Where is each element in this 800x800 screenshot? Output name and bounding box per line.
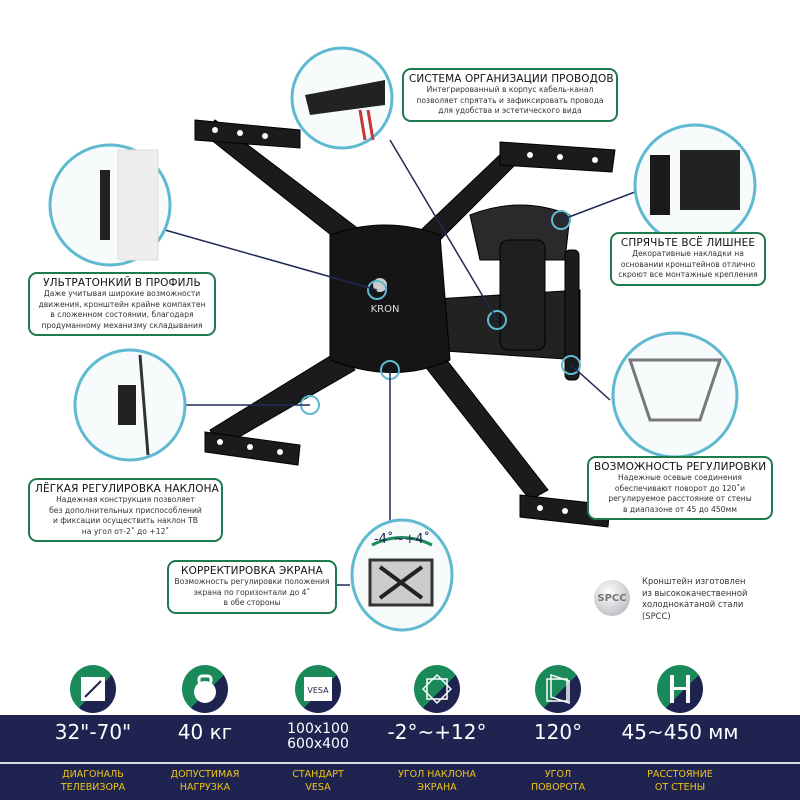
spcc-text: (SPCC) bbox=[642, 610, 671, 621]
weight-icon bbox=[182, 665, 228, 713]
callout-text: Надежная конструкция позволяет bbox=[56, 495, 195, 504]
callout-text: Даже учитывая широкие возможности bbox=[43, 289, 201, 298]
callout-text: Декоративные накладки на bbox=[632, 249, 744, 258]
callout-text: скроют все монтажные крепления bbox=[618, 270, 758, 279]
label-line: ПОВОРОТА bbox=[530, 782, 586, 793]
vesa-max: 600x400 bbox=[287, 736, 349, 752]
callout-text: в сложенном состоянии, благодаря bbox=[50, 310, 194, 319]
label-line: УГОЛ bbox=[544, 769, 572, 780]
callout-text: и фиксации осуществить наклон ТВ bbox=[52, 516, 199, 525]
spec-value-tilt: -2°~+12° bbox=[387, 720, 487, 744]
callout-text: на угол от-2˚ до +12˚ bbox=[81, 526, 170, 536]
callout-text: Интегрированный в корпус кабель-канал bbox=[426, 85, 594, 94]
callout-text: позволяет спрятать и зафиксировать прово… bbox=[416, 95, 604, 105]
callout-tilt: ЛЁГКАЯ РЕГУЛИРОВКА НАКЛОНА Надежная конс… bbox=[28, 478, 223, 542]
vesa-icon: VESA bbox=[295, 665, 341, 713]
callout-ultra-slim: УЛЬТРАТОНКИЙ В ПРОФИЛЬ Даже учитывая шир… bbox=[28, 272, 216, 336]
swivel-range-label: -4˚~+4˚ bbox=[374, 531, 430, 547]
specs-band bbox=[0, 715, 800, 800]
label-line: СТАНДАРТ bbox=[292, 769, 344, 780]
callout-title: ЛЁГКАЯ РЕГУЛИРОВКА НАКЛОНА bbox=[35, 483, 219, 495]
divider bbox=[0, 762, 800, 764]
spec-label-tilt: УГОЛ НАКЛОНА ЭКРАНА bbox=[377, 768, 497, 794]
spcc-text: холоднокатаной стали bbox=[642, 599, 744, 609]
callout-title: ВОЗМОЖНОСТЬ РЕГУЛИРОВКИ bbox=[594, 461, 767, 473]
spcc-text: Кронштейн изготовлен bbox=[642, 576, 746, 586]
tv-mount-illustration: KRON -4˚~+4˚ bbox=[48, 46, 757, 632]
label-line: ОТ СТЕНЫ bbox=[654, 782, 706, 793]
callout-cable-management: СИСТЕМА ОРГАНИЗАЦИИ ПРОВОДОВ Интегрирова… bbox=[402, 68, 618, 122]
callout-text: экрана по горизонтали до 4˚ bbox=[193, 587, 311, 597]
spec-label-swivel: УГОЛ ПОВОРОТА bbox=[498, 768, 618, 794]
label-line: ДОПУСТИМАЯ bbox=[170, 769, 240, 780]
callout-text: без дополнительных приспособлений bbox=[49, 505, 202, 515]
label-line: УГОЛ НАКЛОНА bbox=[398, 769, 476, 780]
label-line: ДИАГОНАЛЬ bbox=[62, 769, 124, 780]
wall-distance-icon bbox=[657, 665, 703, 713]
callout-text: Возможность регулировки положения bbox=[174, 577, 330, 586]
callout-text: продуманному механизму складывания bbox=[41, 320, 203, 330]
callout-text: Надежные осевые соединения bbox=[617, 473, 742, 482]
tilt-icon bbox=[414, 665, 460, 713]
diagonal-icon bbox=[70, 665, 116, 713]
callout-text: в диапазоне от 45 до 450мм bbox=[623, 504, 737, 514]
label-line: ТЕЛЕВИЗОРА bbox=[60, 782, 126, 793]
brand-logo: KRON bbox=[371, 304, 400, 315]
spec-label-load: ДОПУСТИМАЯ НАГРУЗКА bbox=[145, 768, 265, 794]
spec-value-diagonal: 32"-70" bbox=[54, 720, 132, 744]
callout-title: СПРЯЧЬТЕ ВСЁ ЛИШНЕЕ bbox=[620, 237, 756, 249]
callout-text: движения, кронштейн крайне компактен bbox=[38, 299, 206, 309]
vesa-min: 100x100 bbox=[287, 721, 349, 737]
spec-label-diagonal: ДИАГОНАЛЬ ТЕЛЕВИЗОРА bbox=[33, 768, 153, 794]
spec-value-swivel: 120° bbox=[533, 720, 583, 744]
spcc-text: из высококачественной bbox=[642, 587, 748, 598]
spec-value-load: 40 кг bbox=[177, 720, 233, 744]
callout-title: СИСТЕМА ОРГАНИЗАЦИИ ПРОВОДОВ bbox=[409, 73, 614, 85]
callout-text: обеспечивают поворот до 120˚и bbox=[614, 483, 746, 493]
callout-title: КОРРЕКТИРОВКА ЭКРАНА bbox=[181, 565, 323, 577]
callout-text: для удобства и эстетического вида bbox=[438, 106, 582, 115]
callout-hide-extra: СПРЯЧЬТЕ ВСЁ ЛИШНЕЕ Декоративные накладк… bbox=[610, 232, 766, 286]
label-line: ЭКРАНА bbox=[417, 782, 457, 793]
label-line: VESA bbox=[305, 782, 331, 793]
callout-screen-correction: КОРРЕКТИРОВКА ЭКРАНА Возможность регулир… bbox=[167, 560, 337, 614]
callout-text: основании кронштейнов отлично bbox=[620, 259, 756, 269]
spec-label-distance: РАССТОЯНИЕ ОТ СТЕНЫ bbox=[620, 768, 740, 794]
spec-value-distance: 45~450 мм bbox=[621, 720, 739, 744]
callout-adjustment: ВОЗМОЖНОСТЬ РЕГУЛИРОВКИ Надежные осевые … bbox=[587, 456, 773, 520]
spec-label-vesa: СТАНДАРТ VESA bbox=[258, 768, 378, 794]
callout-text: в обе стороны bbox=[223, 598, 281, 607]
label-line: НАГРУЗКА bbox=[179, 782, 231, 793]
spcc-badge-icon: SPCC bbox=[594, 580, 630, 616]
label-line: РАССТОЯНИЕ bbox=[647, 769, 713, 780]
callout-title: УЛЬТРАТОНКИЙ В ПРОФИЛЬ bbox=[43, 277, 201, 289]
vesa-icon-text: VESA bbox=[307, 686, 329, 695]
callout-text: регулируемое расстояние от стены bbox=[608, 494, 752, 503]
swivel-icon bbox=[535, 665, 581, 713]
